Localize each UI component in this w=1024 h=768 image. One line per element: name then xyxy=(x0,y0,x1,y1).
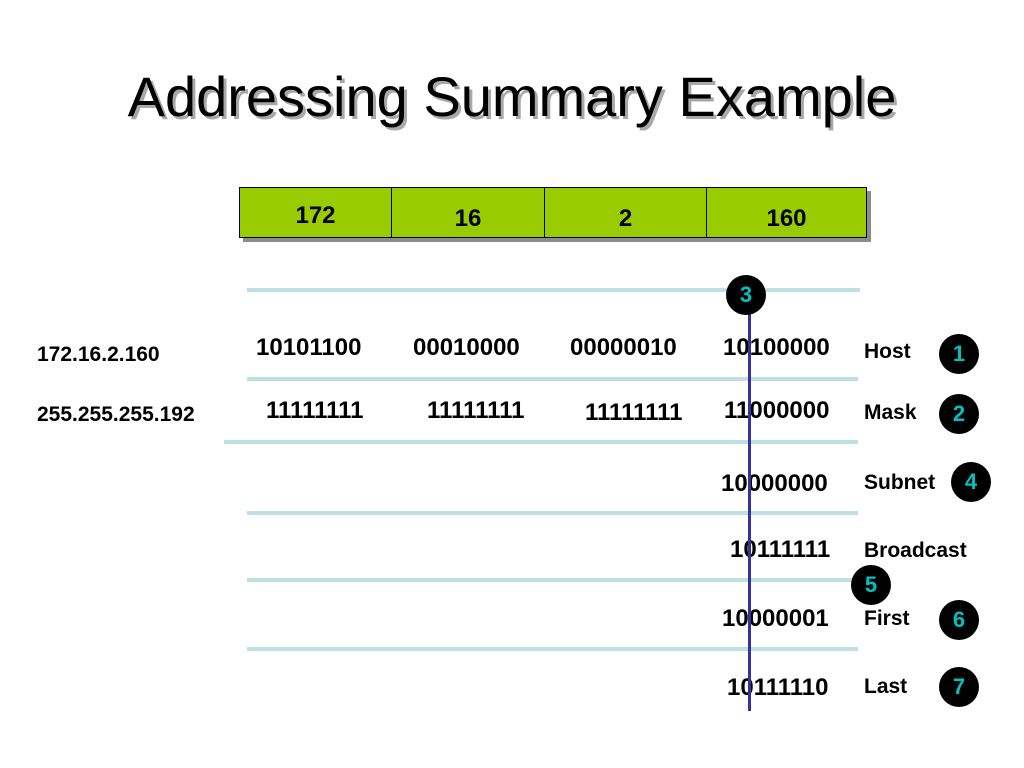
last-badge: 7 xyxy=(939,667,979,707)
subnet-badge: 4 xyxy=(951,462,991,502)
octet-row: 172 16 2 160 xyxy=(239,187,867,238)
first-label: First xyxy=(864,607,910,630)
mask-dotted-address: 255.255.255.192 xyxy=(37,403,195,426)
boundary-badge: 3 xyxy=(726,275,766,315)
subnet-boundary-line xyxy=(748,283,751,711)
separator-top xyxy=(247,288,860,292)
first-bits: 10000001 xyxy=(722,605,829,632)
mask-bits-octet-3: 11111111 xyxy=(585,399,683,426)
host-bits-octet-3: 00000010 xyxy=(570,334,677,361)
separator-mask xyxy=(224,440,858,444)
host-label: Host xyxy=(864,340,911,363)
mask-badge: 2 xyxy=(939,394,979,434)
slide-title: Addressing Summary Example xyxy=(127,65,897,128)
broadcast-bits: 10111111 xyxy=(730,536,831,563)
octet-3: 2 xyxy=(544,187,706,238)
mask-bits-octet-1: 11111111 xyxy=(266,397,364,424)
mask-label: Mask xyxy=(864,401,917,424)
broadcast-badge: 5 xyxy=(851,565,891,605)
host-badge: 1 xyxy=(939,334,979,374)
host-bits-octet-4: 10100000 xyxy=(723,334,830,361)
mask-bits-octet-4: 11000000 xyxy=(724,397,830,424)
last-label: Last xyxy=(864,675,908,698)
octet-4: 160 xyxy=(706,187,867,238)
octet-2: 16 xyxy=(391,187,544,238)
last-bits: 10111110 xyxy=(727,674,829,701)
broadcast-label: Broadcast xyxy=(864,539,967,562)
first-badge: 6 xyxy=(939,600,979,640)
separator-subnet xyxy=(247,511,858,515)
mask-bits-octet-2: 11111111 xyxy=(427,397,525,424)
subnet-bits: 10000000 xyxy=(721,470,828,497)
separator-first xyxy=(247,647,858,651)
subnet-label: Subnet xyxy=(864,471,936,494)
octet-1: 172 xyxy=(239,187,391,238)
host-dotted-address: 172.16.2.160 xyxy=(37,343,160,366)
host-bits-octet-2: 00010000 xyxy=(413,334,520,361)
separator-host xyxy=(247,377,858,381)
host-bits-octet-1: 10101100 xyxy=(256,334,362,361)
separator-broadcast xyxy=(247,578,858,582)
